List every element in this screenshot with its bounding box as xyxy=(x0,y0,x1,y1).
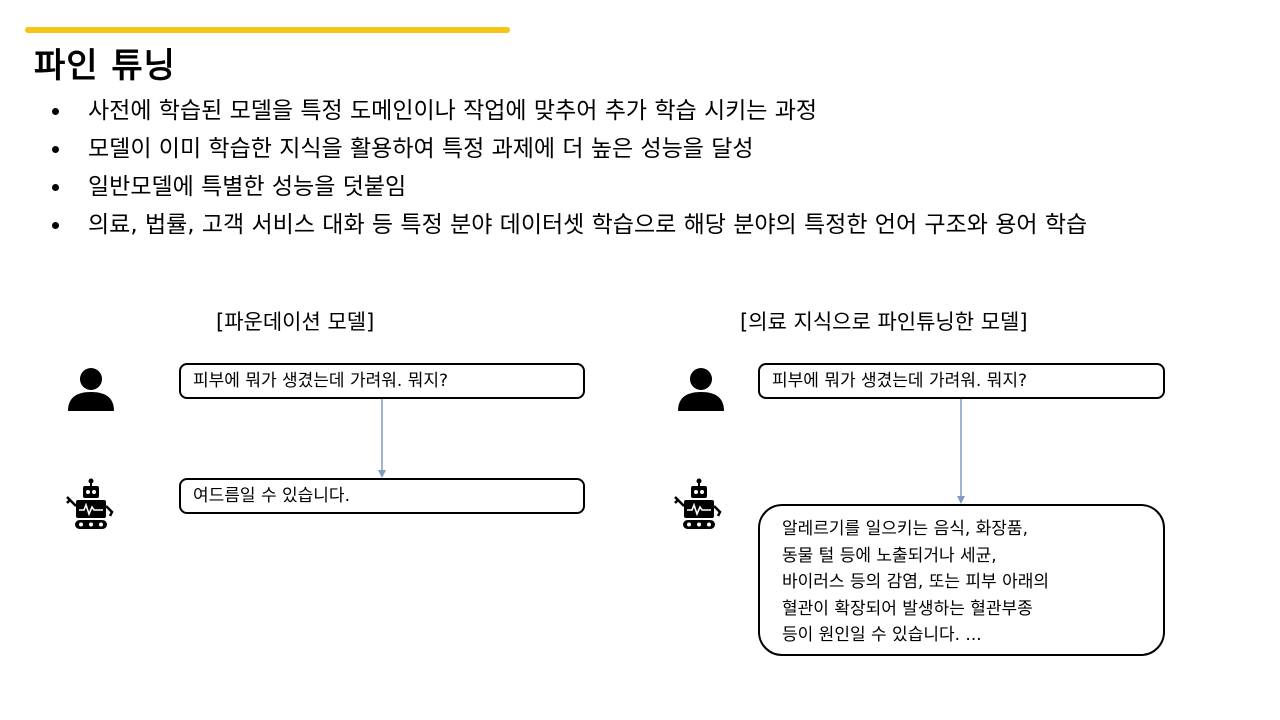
robot-icon xyxy=(674,478,724,530)
person-icon xyxy=(676,367,726,411)
right-question-bubble: 피부에 뭐가 생겼는데 가려워. 뭐지? xyxy=(758,363,1165,399)
bullet-text: 일반모델에 특별한 성능을 덧붙임 xyxy=(88,174,407,200)
bullet-dot xyxy=(52,184,59,191)
bullet-text: 의료, 법률, 고객 서비스 대화 등 특정 분야 데이터셋 학습으로 해당 분… xyxy=(88,212,1088,238)
bullet-item: 모델이 이미 학습한 지식을 활용하여 특정 과제에 더 높은 성능을 달성 xyxy=(48,134,1188,164)
right-answer-line: 동물 털 등에 노출되거나 세균, xyxy=(782,545,997,566)
bullet-dot xyxy=(52,146,59,153)
bullet-dot xyxy=(52,222,59,229)
bullet-item: 의료, 법률, 고객 서비스 대화 등 특정 분야 데이터셋 학습으로 해당 분… xyxy=(48,210,1188,240)
left-flow-arrow xyxy=(378,399,386,478)
foundation-model-caption: [파운데이션 모델] xyxy=(216,310,375,334)
right-answer-line: 알레르기를 일으키는 음식, 화장품, xyxy=(782,519,1028,539)
left-answer-bubble: 여드름일 수 있습니다. xyxy=(179,478,585,514)
person-icon xyxy=(66,367,116,411)
right-answer-bubble: 알레르기를 일으키는 음식, 화장품, 동물 털 등에 노출되거나 세균, 바이… xyxy=(758,504,1165,656)
finetuned-model-caption: [의료 지식으로 파인튜닝한 모델] xyxy=(740,310,1028,334)
bullet-list: 사전에 학습된 모델을 특정 도메인이나 작업에 맞추어 추가 학습 시키는 과… xyxy=(48,96,1188,248)
bullet-item: 일반모델에 특별한 성능을 덧붙임 xyxy=(48,172,1188,202)
bullet-text: 사전에 학습된 모델을 특정 도메인이나 작업에 맞추어 추가 학습 시키는 과… xyxy=(88,98,818,124)
left-question-bubble: 피부에 뭐가 생겼는데 가려워. 뭐지? xyxy=(179,363,585,399)
left-answer-text: 여드름일 수 있습니다. xyxy=(193,486,350,506)
right-flow-arrow xyxy=(957,399,965,504)
left-question-text: 피부에 뭐가 생겼는데 가려워. 뭐지? xyxy=(193,371,449,391)
bullet-text: 모델이 이미 학습한 지식을 활용하여 특정 과제에 더 높은 성능을 달성 xyxy=(88,136,754,162)
right-answer-line: 혈관이 확장되어 발생하는 혈관부종 xyxy=(782,598,1033,619)
slide-title: 파인 튜닝 xyxy=(34,46,176,86)
bullet-item: 사전에 학습된 모델을 특정 도메인이나 작업에 맞추어 추가 학습 시키는 과… xyxy=(48,96,1188,126)
right-answer-line: 등이 원인일 수 있습니다. ... xyxy=(782,625,982,645)
bullet-dot xyxy=(52,108,59,115)
title-accent-bar xyxy=(25,27,510,33)
robot-icon xyxy=(66,478,116,530)
right-question-text: 피부에 뭐가 생겼는데 가려워. 뭐지? xyxy=(772,371,1028,391)
right-answer-line: 바이러스 등의 감염, 또는 피부 아래의 xyxy=(782,572,1050,592)
